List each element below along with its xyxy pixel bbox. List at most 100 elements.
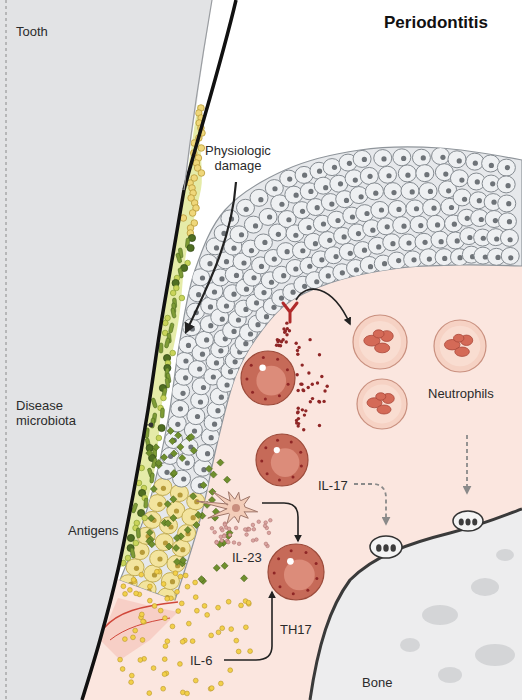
t-cell xyxy=(241,351,295,405)
antigen xyxy=(241,575,248,582)
cell-nucleus xyxy=(367,174,372,179)
neutrophil-cell xyxy=(357,379,407,429)
cell-nucleus xyxy=(180,547,185,552)
crown-line xyxy=(184,0,212,190)
cell-nucleus xyxy=(317,169,322,174)
coccus-chain xyxy=(180,215,187,222)
il6-dot xyxy=(175,589,180,594)
nucleus-lobe xyxy=(454,334,464,342)
epithelial-cell xyxy=(150,550,168,567)
il6-dot xyxy=(139,612,144,617)
antigen xyxy=(161,454,168,461)
il17-dot xyxy=(296,424,299,427)
bone-outline xyxy=(310,509,522,700)
coccus xyxy=(139,465,145,471)
cell-nucleus xyxy=(353,177,358,182)
cell-nucleus xyxy=(249,248,254,253)
il6-particles xyxy=(118,569,253,696)
bone-texture xyxy=(438,667,462,683)
epithelial-cell xyxy=(171,400,189,417)
granule xyxy=(278,479,281,482)
granule xyxy=(273,572,276,575)
il23-dot xyxy=(251,523,255,527)
nucleus-lobe xyxy=(373,330,384,338)
epithelial-cell xyxy=(365,183,383,200)
il23-dot xyxy=(221,528,225,532)
epithelial-cell xyxy=(399,234,417,251)
antigen xyxy=(165,543,172,550)
cell-nucleus xyxy=(264,314,269,319)
osteoclast xyxy=(453,511,483,531)
cell-nucleus xyxy=(401,224,406,229)
cell-nucleus xyxy=(306,225,311,230)
cell-nucleus xyxy=(385,224,390,229)
il23-dot xyxy=(251,539,255,543)
cell-nucleus xyxy=(218,348,223,353)
epithelial-cell xyxy=(466,153,484,170)
inflamed-edge xyxy=(110,618,170,640)
coccus xyxy=(163,320,169,326)
coccus-chain xyxy=(198,145,205,152)
cell-nucleus xyxy=(329,201,334,206)
cell-nucleus xyxy=(209,435,214,440)
rod-bacterium xyxy=(144,498,148,508)
il6-dot xyxy=(234,638,239,643)
il17-dot xyxy=(296,411,299,414)
title-anchor: Periodontitis xyxy=(384,13,488,33)
il6-dot xyxy=(133,628,138,633)
epithelial-cell xyxy=(194,459,212,476)
cell-nucleus xyxy=(258,197,263,202)
epithelial-cell xyxy=(415,233,433,250)
il17-particles xyxy=(275,321,329,431)
nucleus-lobe xyxy=(376,393,386,401)
cell-body xyxy=(453,511,483,531)
cell-nucleus xyxy=(391,190,396,195)
cell-nucleus xyxy=(342,234,347,239)
epithelial-cell xyxy=(384,183,402,200)
coccus xyxy=(125,555,131,561)
cytokine-label: IL-23 xyxy=(232,550,262,565)
cell-nucleus xyxy=(211,374,216,379)
bone-region: Bone xyxy=(290,495,522,700)
cell-nucleus xyxy=(457,255,462,260)
nucleus-lobe xyxy=(444,340,460,350)
cell-nucleus xyxy=(214,245,219,250)
epithelial-cell xyxy=(410,216,428,233)
il23-dot xyxy=(210,526,214,530)
cell-highlight xyxy=(274,447,280,453)
cell-nucleus xyxy=(362,157,367,162)
il23-dot xyxy=(263,524,267,528)
il6-dot xyxy=(141,619,146,624)
epithelial-cell xyxy=(259,208,277,225)
cell-nucleus xyxy=(134,566,139,571)
cytokine-label: IL-6 xyxy=(190,653,212,668)
cell-nucleus xyxy=(495,255,500,260)
antigen xyxy=(153,444,160,451)
il23-dot xyxy=(247,528,251,532)
il23-dot xyxy=(228,533,232,537)
antigen xyxy=(150,486,157,493)
tooth-outline xyxy=(82,190,184,700)
il23-dot xyxy=(219,535,223,539)
cell-body xyxy=(353,315,407,369)
cell-nucleus xyxy=(467,235,472,240)
il17-dot xyxy=(301,388,304,391)
granule xyxy=(291,476,294,479)
cell-nucleus xyxy=(212,422,217,427)
epithelial-cell xyxy=(450,170,468,187)
il23-dot xyxy=(264,542,268,546)
bone-shape xyxy=(310,509,522,700)
epithelial-cell xyxy=(482,155,500,172)
epithelial-cell xyxy=(500,229,518,246)
cell-nucleus xyxy=(508,255,513,260)
epithelial-cell xyxy=(388,200,406,217)
il6-dot xyxy=(142,620,147,625)
cell-nucleus xyxy=(376,244,381,249)
il17-dot xyxy=(296,410,299,413)
granule xyxy=(300,464,303,467)
cell-nucleus xyxy=(267,214,272,219)
cell-nucleus xyxy=(234,273,239,278)
th17-cell: TH17 xyxy=(262,540,340,645)
il23-dot xyxy=(222,534,226,538)
